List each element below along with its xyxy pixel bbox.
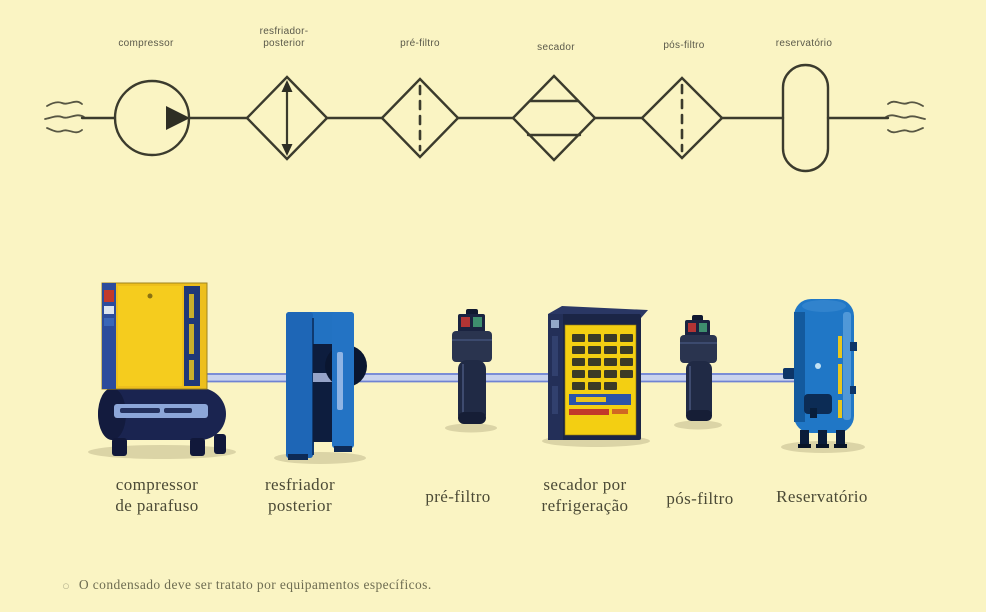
refrigeration-dryer-illustration [548,306,648,440]
aftercooler-symbol [245,75,329,161]
equipment-label-aftercooler: resfriador posterior [264,475,336,516]
schematic-label-post-filter: pós-filtro [663,40,705,51]
equipment-label-reservoir: Reservatório [776,487,868,506]
schematic-label-dryer: secador [537,42,575,53]
schematic-row [44,63,926,173]
post-filter-illustration [680,315,717,421]
footnote: ○ O condensado deve ser tratato por equi… [62,577,432,593]
equipment-row [88,282,865,464]
dryer-logo-pattern [572,334,633,390]
aftercooler-illustration [286,312,367,460]
schematic-label-reservoir: reservatório [775,38,833,49]
schematic-label-aftercooler: resfriador- posterior [259,26,309,49]
reservoir-illustration [783,299,857,448]
schematic-label-compressor: compressor [118,38,174,49]
equipment-label-screw-compressor: compressor de parafuso [115,475,199,516]
screw-compressor-illustration [98,282,226,456]
post-filter-symbol [640,76,724,160]
pre-filter-illustration [452,309,492,424]
air-inlet-icon [44,100,85,134]
footnote-marker-icon: ○ [62,577,70,593]
compressor-symbol [113,79,191,157]
footnote-text: O condensado deve ser tratato por equipa… [78,577,432,592]
equipment-label-dryer: secador por refrigeração [541,475,629,516]
air-outlet-icon [885,100,926,134]
pre-filter-symbol [380,77,460,159]
schematic-label-pre-filter: pré-filtro [400,38,440,49]
equipment-label-pre-filter: pré-filtro [425,487,491,506]
equipment-label-post-filter: pós-filtro [666,489,734,508]
reservoir-symbol [781,63,830,173]
dryer-symbol [511,74,597,162]
